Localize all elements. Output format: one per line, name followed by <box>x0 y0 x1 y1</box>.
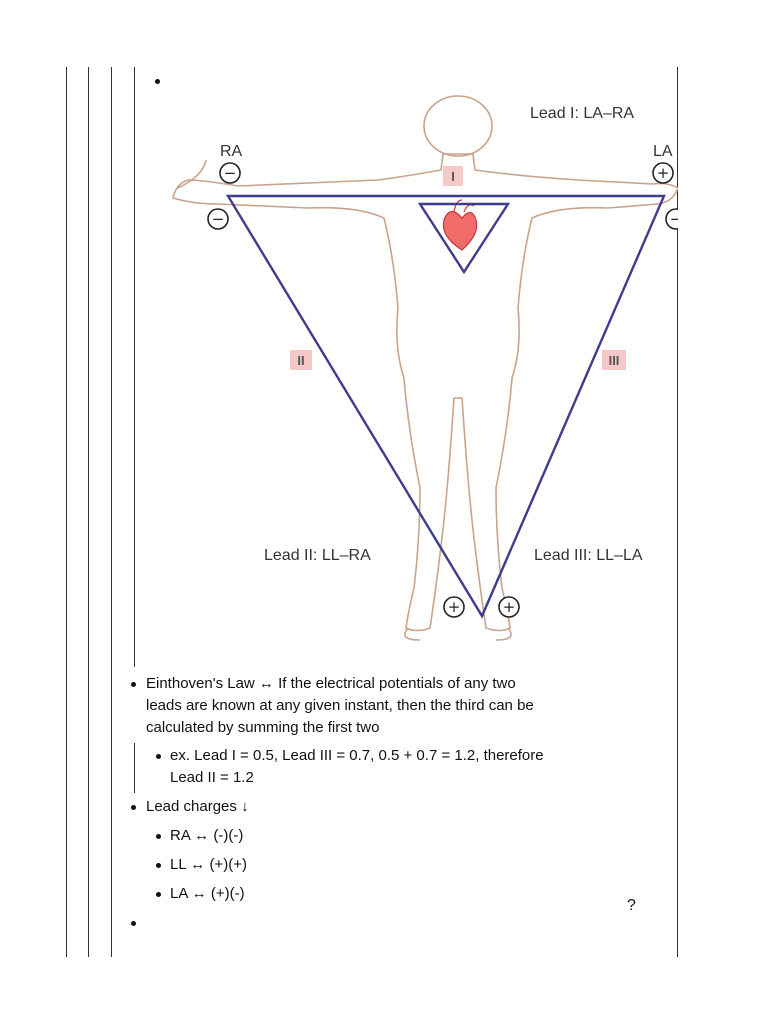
electrode-ll-right: + <box>498 596 520 618</box>
svg-text:−: − <box>224 164 237 182</box>
einthoven-triangle-figure: I II III − − + − + + RA <box>158 88 678 648</box>
empty-trailing-bullet <box>131 921 136 926</box>
charge-la-item: LA ↔ (+)(-) <box>170 885 245 902</box>
outline-guide-line-4 <box>134 67 135 667</box>
lead-iii-tag-box <box>602 350 626 370</box>
einthoven-small-triangle <box>417 202 511 275</box>
ra-label: RA <box>220 143 243 160</box>
einthoven-bullet <box>131 682 136 687</box>
lead-charges-heading[interactable]: Lead charges ↓ <box>146 798 249 815</box>
svg-text:+: + <box>657 164 670 182</box>
outline-guide-line-3 <box>111 67 112 957</box>
la-label: LA <box>653 143 673 160</box>
einthoven-large-triangle <box>225 194 666 619</box>
charge-ra-bullet <box>156 834 161 839</box>
einthoven-law-line-2: leads are known at any given instant, th… <box>146 697 534 714</box>
svg-text:+: + <box>448 598 461 616</box>
lead-iii-label: Lead III: LL–LA <box>534 547 643 564</box>
heart-illustration <box>442 199 478 251</box>
lead-i-tag: I <box>451 169 455 184</box>
lead-i-label: Lead I: LA–RA <box>530 105 634 122</box>
einthoven-law-line-3: calculated by summing the first two <box>146 719 380 736</box>
charge-ll-item: LL ↔ (+)(+) <box>170 856 247 873</box>
outline-guide-line-2 <box>88 67 89 957</box>
lead-ii-tag: II <box>297 353 304 368</box>
help-question-mark[interactable]: ? <box>627 897 636 914</box>
charge-ra-item: RA ↔ (-)(-) <box>170 827 244 844</box>
electrode-la-bottom: − <box>665 208 678 230</box>
page-right-border <box>677 67 678 957</box>
outline-guide-line-5 <box>134 743 135 793</box>
lead-charges-bullet <box>131 805 136 810</box>
example-bullet <box>156 754 161 759</box>
svg-text:−: − <box>670 210 678 228</box>
einthoven-law-line-1: Einthoven's Law ↔ If the electrical pote… <box>146 675 516 692</box>
electrode-la-top: + <box>652 162 674 184</box>
figure-bullet <box>155 79 160 84</box>
lead-ii-tag-box <box>290 350 312 370</box>
human-body-outline <box>172 95 678 641</box>
electrode-ra-bottom: − <box>207 208 229 230</box>
lead-ii-label: Lead II: LL–RA <box>264 547 371 564</box>
charge-ll-bullet <box>156 863 161 868</box>
lead-i-tag-box <box>443 166 463 186</box>
outline-guide-line-1 <box>66 67 67 957</box>
svg-text:+: + <box>503 598 516 616</box>
example-line-2: Lead II = 1.2 <box>170 769 254 786</box>
charge-la-bullet <box>156 892 161 897</box>
electrode-ra-top: − <box>219 162 241 184</box>
lead-iii-tag: III <box>609 353 620 368</box>
electrode-ll-left: + <box>443 596 465 618</box>
svg-text:−: − <box>212 210 225 228</box>
einthoven-triangle-svg: I II III − − + − + + RA <box>172 95 678 641</box>
example-line-1: ex. Lead I = 0.5, Lead III = 0.7, 0.5 + … <box>170 747 544 764</box>
